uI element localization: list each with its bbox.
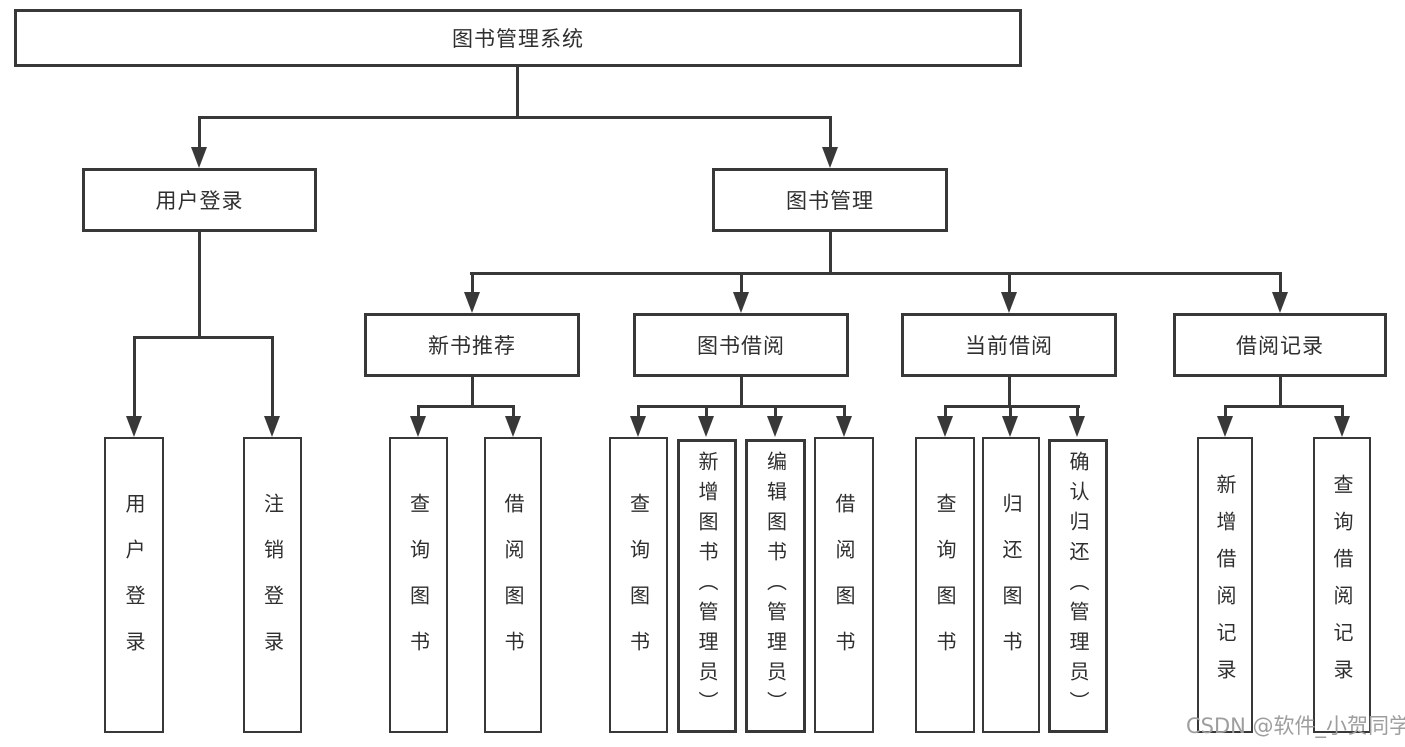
connector-shaft-leaf xyxy=(417,405,420,418)
arrow-down-icon xyxy=(505,416,521,437)
node-root-label: 图书管理系统 xyxy=(452,27,584,51)
connector-shaft-new-book xyxy=(471,272,474,294)
arrow-down-icon xyxy=(1217,416,1233,437)
leaf-edit-books-admin: 编辑图书（管理员） xyxy=(745,439,806,733)
node-book-management: 图书管理 xyxy=(712,168,948,232)
connector-book-management-stem xyxy=(829,232,832,272)
connector-user-login-branch xyxy=(133,336,274,339)
connector-shaft-book-management xyxy=(829,116,832,150)
node-root: 图书管理系统 xyxy=(14,9,1022,67)
node-new-book-recommend-label: 新书推荐 xyxy=(428,334,516,358)
arrow-down-icon xyxy=(767,416,783,437)
leaf-query-books-recommend: 查询图书 xyxy=(389,437,448,733)
arrow-down-icon xyxy=(191,147,207,168)
leaf-label: 查询借阅记录 xyxy=(1330,474,1354,696)
leaf-label: 借阅图书 xyxy=(501,493,525,677)
connector-shaft-leaf xyxy=(705,405,708,418)
leaf-label: 用户登录 xyxy=(122,493,146,677)
leaf-label: 借阅图书 xyxy=(832,493,856,677)
connector-shaft-leaf xyxy=(271,336,274,416)
arrow-down-icon xyxy=(410,416,426,437)
connector-shaft-borrow-records xyxy=(1279,272,1282,294)
connector-new-book-stem xyxy=(471,377,474,405)
leaf-borrow-books: 借阅图书 xyxy=(814,437,874,733)
node-new-book-recommend: 新书推荐 xyxy=(364,313,580,377)
connector-shaft-leaf xyxy=(512,405,515,418)
connector-shaft-leaf xyxy=(133,336,136,416)
connector-shaft-book-borrow xyxy=(740,272,743,294)
connector-borrow-records-branch xyxy=(1224,405,1343,408)
connector-shaft-current-borrow xyxy=(1008,272,1011,294)
node-current-borrow-label: 当前借阅 xyxy=(965,334,1053,358)
leaf-confirm-return-admin: 确认归还（管理员） xyxy=(1048,439,1108,733)
connector-level1-branch xyxy=(198,116,832,119)
node-user-login: 用户登录 xyxy=(82,168,317,232)
node-current-borrow: 当前借阅 xyxy=(901,313,1117,377)
connector-book-borrow-branch xyxy=(637,405,846,408)
arrow-down-icon xyxy=(1069,416,1085,437)
leaf-label: 新增借阅记录 xyxy=(1213,474,1237,696)
node-book-borrow: 图书借阅 xyxy=(633,313,849,377)
connector-shaft-leaf xyxy=(1341,405,1344,418)
arrow-down-icon xyxy=(937,416,953,437)
connector-shaft-leaf xyxy=(944,405,947,418)
arrow-down-icon xyxy=(1272,292,1288,313)
arrow-down-icon xyxy=(264,416,280,437)
leaf-label: 注销登录 xyxy=(260,493,285,677)
leaf-label: 新增图书（管理员） xyxy=(695,451,719,721)
leaf-borrow-books-recommend: 借阅图书 xyxy=(484,437,542,733)
leaf-query-books-current: 查询图书 xyxy=(915,437,975,733)
csdn-watermark: CSDN @软件_小贺同学 xyxy=(1186,714,1405,738)
connector-shaft-leaf xyxy=(637,405,640,418)
arrow-down-icon xyxy=(733,292,749,313)
leaf-user-login: 用户登录 xyxy=(104,437,164,733)
connector-shaft-leaf xyxy=(1009,405,1012,418)
leaf-label: 查询图书 xyxy=(626,493,651,677)
connector-borrow-records-stem xyxy=(1279,377,1282,405)
leaf-return-books: 归还图书 xyxy=(982,437,1040,733)
connector-new-book-branch xyxy=(417,405,515,408)
connector-level2-branch xyxy=(470,272,1282,275)
node-book-borrow-label: 图书借阅 xyxy=(697,334,785,358)
leaf-query-books-borrow: 查询图书 xyxy=(609,437,668,733)
leaf-add-borrow-record: 新增借阅记录 xyxy=(1197,437,1253,733)
leaf-label: 确认归还（管理员） xyxy=(1066,451,1090,721)
arrow-down-icon xyxy=(836,416,852,437)
leaf-label: 查询图书 xyxy=(406,493,431,677)
arrow-down-icon xyxy=(698,416,714,437)
connector-user-login-stem xyxy=(198,232,201,336)
connector-current-borrow-branch xyxy=(944,405,1080,408)
connector-shaft-leaf xyxy=(843,405,846,418)
connector-shaft-leaf xyxy=(774,405,777,418)
connector-current-borrow-stem xyxy=(1008,377,1011,405)
connector-root-stem xyxy=(516,67,519,116)
node-borrow-records-label: 借阅记录 xyxy=(1236,334,1324,358)
node-book-management-label: 图书管理 xyxy=(786,189,874,213)
connector-shaft-leaf xyxy=(1076,405,1079,418)
arrow-down-icon xyxy=(464,292,480,313)
leaf-query-borrow-record: 查询借阅记录 xyxy=(1313,437,1371,733)
arrow-down-icon xyxy=(126,416,142,437)
leaf-logout: 注销登录 xyxy=(243,437,302,733)
arrow-down-icon xyxy=(1002,416,1018,437)
connector-book-borrow-stem xyxy=(740,377,743,405)
leaf-label: 归还图书 xyxy=(999,493,1023,677)
leaf-label: 编辑图书（管理员） xyxy=(763,451,788,721)
connector-shaft-user-login xyxy=(198,116,201,150)
node-user-login-label: 用户登录 xyxy=(155,189,244,213)
arrow-down-icon xyxy=(822,147,838,168)
arrow-down-icon xyxy=(1334,416,1350,437)
arrow-down-icon xyxy=(1001,292,1017,313)
connector-shaft-leaf xyxy=(1224,405,1227,418)
leaf-label: 查询图书 xyxy=(933,493,957,677)
arrow-down-icon xyxy=(630,416,646,437)
node-borrow-records: 借阅记录 xyxy=(1173,313,1387,377)
leaf-add-books-admin: 新增图书（管理员） xyxy=(677,439,737,733)
